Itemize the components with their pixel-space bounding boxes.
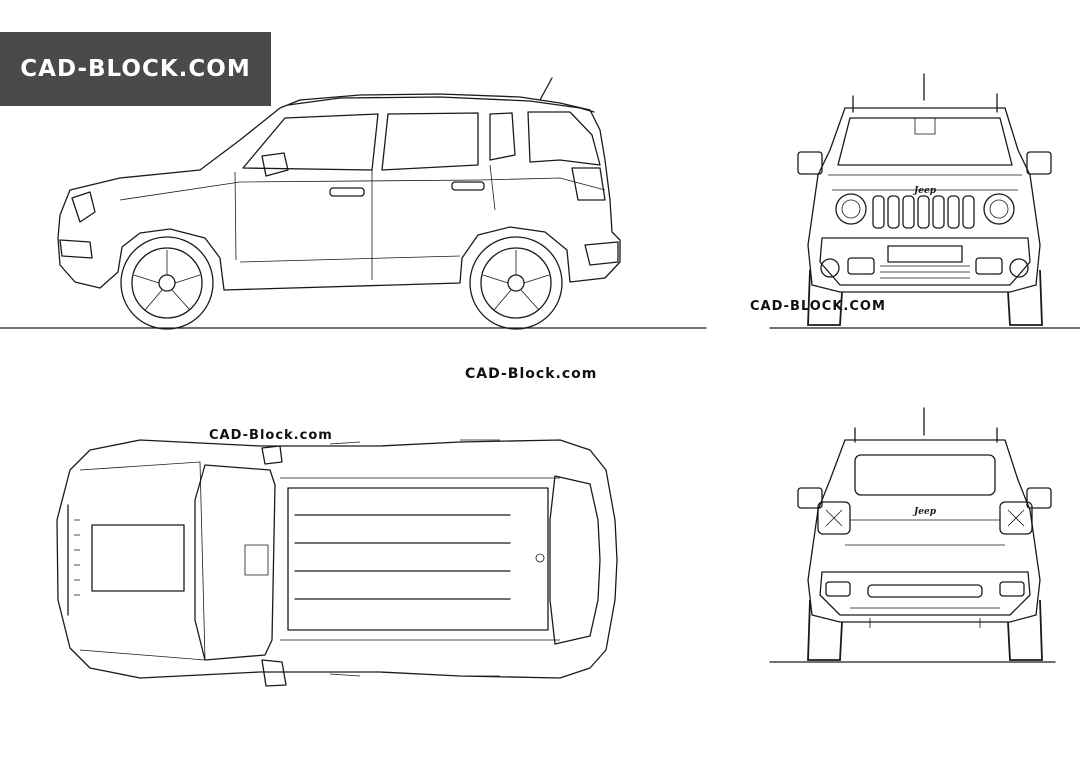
grille-slot (917, 195, 930, 229)
front-left-headlight (835, 193, 867, 225)
front-left-vent (847, 257, 875, 275)
top-roof (287, 487, 549, 631)
rear-underbody (850, 607, 1000, 628)
grille-slot (887, 195, 900, 229)
front-right-headlight-inner (989, 199, 1009, 219)
front-right-tire (1007, 269, 1043, 326)
watermark-center: CAD-Block.com (465, 366, 598, 382)
rear-right-taillight-x (1007, 509, 1025, 527)
top-side-rails (280, 477, 560, 641)
top-left-mirror (261, 445, 283, 465)
side-sill-line (239, 255, 461, 263)
front-right-vent (975, 257, 1003, 275)
rear-right-mirror (1026, 487, 1052, 509)
front-license-plate (887, 245, 963, 263)
grille-slot (947, 195, 960, 229)
grille-slot (932, 195, 945, 229)
front-jeep-badge: Jeep (912, 186, 937, 196)
logo-text: CAD-BLOCK.COM (20, 56, 251, 82)
front-left-headlight-inner (841, 199, 861, 219)
side-body-outline (57, 93, 621, 291)
side-rear-handle (451, 181, 485, 191)
top-body-outline (56, 439, 618, 679)
watermark-front-view: CAD-BLOCK.COM (750, 299, 886, 314)
side-view (0, 77, 707, 330)
watermark-top-view: CAD-Block.com (209, 428, 333, 443)
rear-tailgate-lines (845, 519, 1005, 546)
grille-slot (872, 195, 885, 229)
grille-slot (902, 195, 915, 229)
side-door-line-rear (489, 164, 496, 211)
top-antenna-base (535, 553, 545, 563)
side-rear-bumper (584, 241, 619, 266)
side-front-hub (158, 274, 176, 292)
front-body-outline (807, 107, 1041, 293)
front-lower-grille (880, 265, 970, 279)
rear-right-taillight (999, 501, 1033, 535)
side-taillight (571, 167, 606, 201)
top-roof-rails (294, 514, 511, 600)
front-left-tire (807, 269, 843, 326)
rear-left-taillight (817, 501, 851, 535)
top-view (56, 439, 618, 687)
side-front-bumper (59, 239, 93, 259)
front-bumper (819, 237, 1031, 286)
side-rear-rim (480, 247, 552, 319)
top-hood-edge (79, 461, 206, 661)
side-door-line-front (234, 171, 237, 261)
top-grille-marks (74, 519, 80, 596)
front-view: Jeep (769, 73, 1080, 329)
rear-right-reflector (999, 581, 1025, 597)
side-mirror (261, 152, 289, 177)
top-mirror-mount (244, 544, 269, 576)
front-hood-lines (828, 174, 1022, 191)
rear-left-taillight-x (825, 509, 843, 527)
side-rear-wheel (469, 236, 563, 330)
rear-body-outline (807, 439, 1041, 623)
front-windshield (837, 117, 1013, 166)
rear-bumper (819, 571, 1031, 616)
side-rear-window (381, 112, 479, 171)
grille-slot (962, 195, 975, 229)
front-left-mirror (797, 151, 823, 175)
front-mirror-base (914, 118, 936, 135)
site-logo: CAD-BLOCK.COM (0, 32, 271, 106)
front-grille (872, 195, 975, 229)
side-front-window (242, 113, 379, 171)
front-right-headlight (983, 193, 1015, 225)
rear-view: Jeep (769, 407, 1056, 663)
side-front-rim (131, 247, 203, 319)
side-roof-rail (287, 96, 595, 113)
rear-right-tire (1007, 599, 1043, 661)
side-headlight (71, 191, 96, 223)
rear-left-mirror (797, 487, 823, 509)
rear-window (854, 454, 996, 496)
rear-jeep-badge: Jeep (912, 507, 937, 517)
side-rear-hub (507, 274, 525, 292)
side-front-wheel (120, 236, 214, 330)
front-left-fog (820, 258, 840, 278)
side-rear-spokes (482, 250, 550, 311)
top-door-handles (329, 439, 500, 677)
top-hood-panel (91, 524, 185, 592)
side-front-spokes (133, 250, 201, 311)
side-quarter-window (489, 112, 516, 161)
front-right-fog (1009, 258, 1029, 278)
top-windshield (194, 464, 276, 661)
front-right-mirror (1026, 151, 1052, 175)
rear-left-reflector (825, 581, 851, 597)
side-c-pillar (527, 111, 601, 166)
rear-left-tire (807, 599, 843, 661)
rear-diffuser (867, 584, 983, 598)
top-rear-window (549, 475, 601, 645)
side-antenna (539, 77, 553, 101)
side-front-handle (329, 187, 365, 197)
front-roof-rails (852, 93, 998, 113)
top-right-mirror (261, 659, 287, 687)
